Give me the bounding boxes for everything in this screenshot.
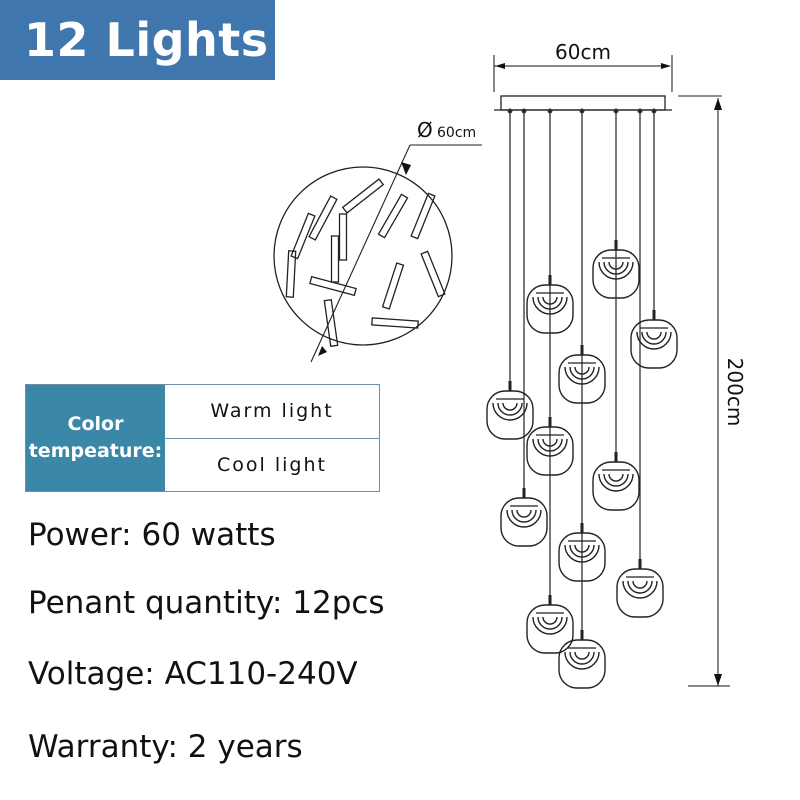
pendant-globe (558, 629, 606, 689)
canopy-width-label: 60cm (555, 40, 611, 64)
color-temperature-table: Color tempeature: Warm light Cool light (25, 384, 380, 492)
canopy-width-dimension: 60cm (493, 40, 673, 92)
spec-pendant-quantity: Penant quantity: 12pcs (28, 585, 385, 621)
product-title-badge: 12 Lights (0, 0, 275, 80)
height-label: 200cm (723, 358, 747, 427)
pendant-globe (500, 487, 548, 547)
pendant-globe (592, 451, 640, 511)
spec-warranty: Warranty: 2 years (28, 729, 303, 765)
product-title: 12 Lights (24, 13, 269, 67)
pendant-globe (616, 558, 664, 618)
color-temperature-label: Color tempeature: (26, 385, 165, 491)
spec-voltage: Voltage: AC110-240V (28, 656, 358, 692)
diameter-label: 60cm (437, 125, 476, 141)
pendant-globe (630, 309, 678, 369)
pendant-globe (486, 380, 534, 440)
color-option-cool: Cool light (165, 437, 379, 492)
top-view-layout (273, 144, 482, 363)
height-dimension: 200cm (688, 98, 747, 687)
canopy (494, 95, 722, 111)
diameter-symbol: Ø (417, 118, 433, 142)
spec-power: Power: 60 watts (28, 517, 276, 553)
color-temperature-label-line1: Color (67, 413, 124, 436)
color-temperature-label-line2: tempeature: (28, 440, 163, 462)
color-option-warm: Warm light (210, 400, 334, 423)
suspension-wires (507, 108, 657, 635)
